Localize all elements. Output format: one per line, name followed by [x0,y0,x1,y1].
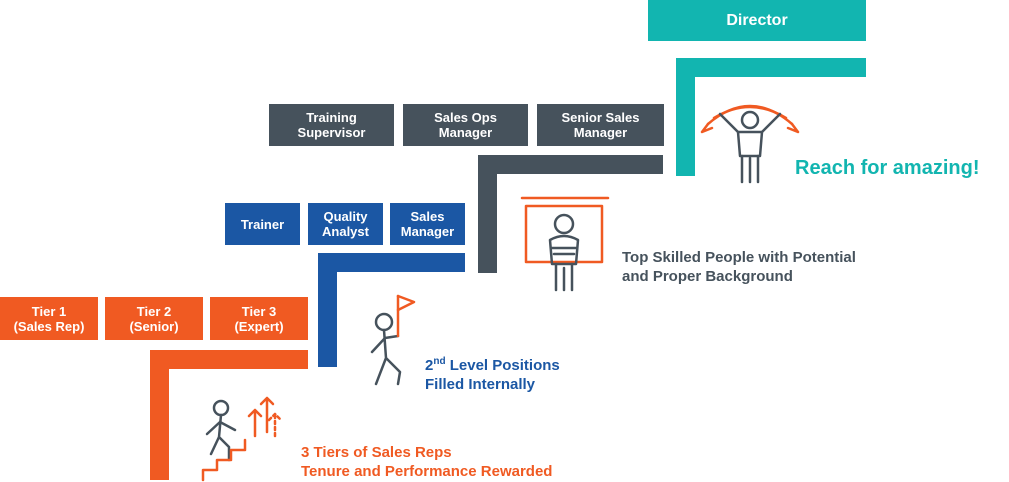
step-bar-slate-horizontal [478,155,663,174]
tier2-box-sales-manager: Sales Manager [390,203,465,245]
tier3-caption: Top Skilled People with Potential and Pr… [622,249,856,285]
tier1-box-sales-rep: Tier 1 (Sales Rep) [0,297,98,340]
tier2-caption-text: Level Positions Filled Internally [425,357,560,393]
tier2-caption-superscript: nd [433,356,446,367]
tier2-caption-number: 2 [425,357,434,374]
tier1-caption: 3 Tiers of Sales Reps Tenure and Perform… [301,444,553,480]
tier2-box-trainer: Trainer [225,203,300,245]
director-box: Director [648,0,866,41]
tier3-box-sales-ops-manager: Sales Ops Manager [403,104,528,146]
tier3-box-senior-sales-manager: Senior Sales Manager [537,104,664,146]
person-climbing-stairs-icon [201,396,283,482]
tier4-caption: Reach for amazing! [795,157,980,179]
tier2-caption: 2nd Level Positions Filled Internally [425,356,560,394]
tier1-box-expert: Tier 3 (Expert) [210,297,308,340]
step-bar-slate-vertical [478,155,497,273]
tier2-box-quality-analyst: Quality Analyst [308,203,383,245]
tier3-box-training-supervisor: Training Supervisor [269,104,394,146]
step-bar-blue-horizontal [318,253,465,272]
step-bar-orange-horizontal [150,350,308,369]
tier1-box-senior: Tier 2 (Senior) [105,297,203,340]
step-bar-orange-vertical [150,350,169,480]
step-bar-blue-vertical [318,253,337,367]
person-arms-crossed-at-board-icon [520,196,610,292]
step-bar-teal-horizontal [676,58,866,77]
step-bar-teal-vertical [676,58,695,176]
person-walking-with-flag-icon [370,294,416,386]
person-holding-banner-icon [700,104,800,184]
